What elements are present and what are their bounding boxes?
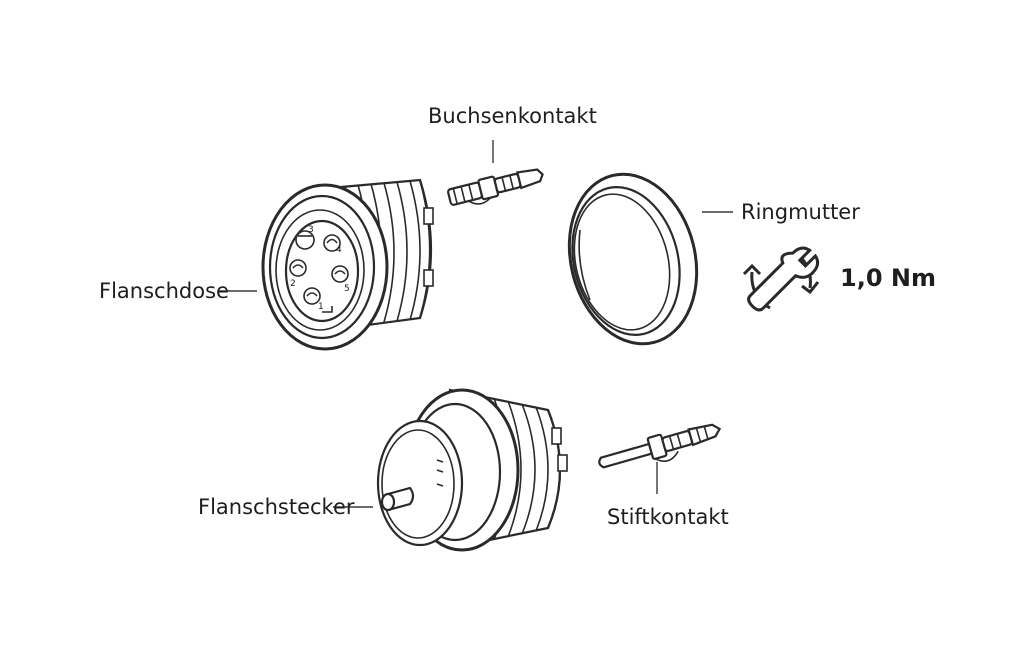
pin-number-4: 4 <box>336 245 342 255</box>
label-torque: 1,0 Nm <box>840 264 936 292</box>
pin-number-2: 2 <box>290 279 296 289</box>
flanschdose-part: 3 4 2 5 1 <box>219 178 434 351</box>
label-buchsenkontakt: Buchsenkontakt <box>428 104 597 128</box>
label-ringmutter: Ringmutter <box>741 200 860 224</box>
pin-number-5: 5 <box>344 284 350 294</box>
stiftkontakt-part <box>598 423 722 494</box>
buchsenkontakt-part <box>447 140 544 206</box>
ringmutter-part <box>567 172 733 346</box>
pin-number-3: 3 <box>308 225 314 235</box>
label-flanschdose: Flanschdose <box>99 279 229 303</box>
label-flanschstecker: Flanschstecker <box>198 495 355 519</box>
flanschstecker-part <box>333 388 568 552</box>
wrench-rotate-icon <box>742 246 820 312</box>
label-stiftkontakt: Stiftkontakt <box>607 505 729 529</box>
pin-number-1: 1 <box>318 302 324 312</box>
